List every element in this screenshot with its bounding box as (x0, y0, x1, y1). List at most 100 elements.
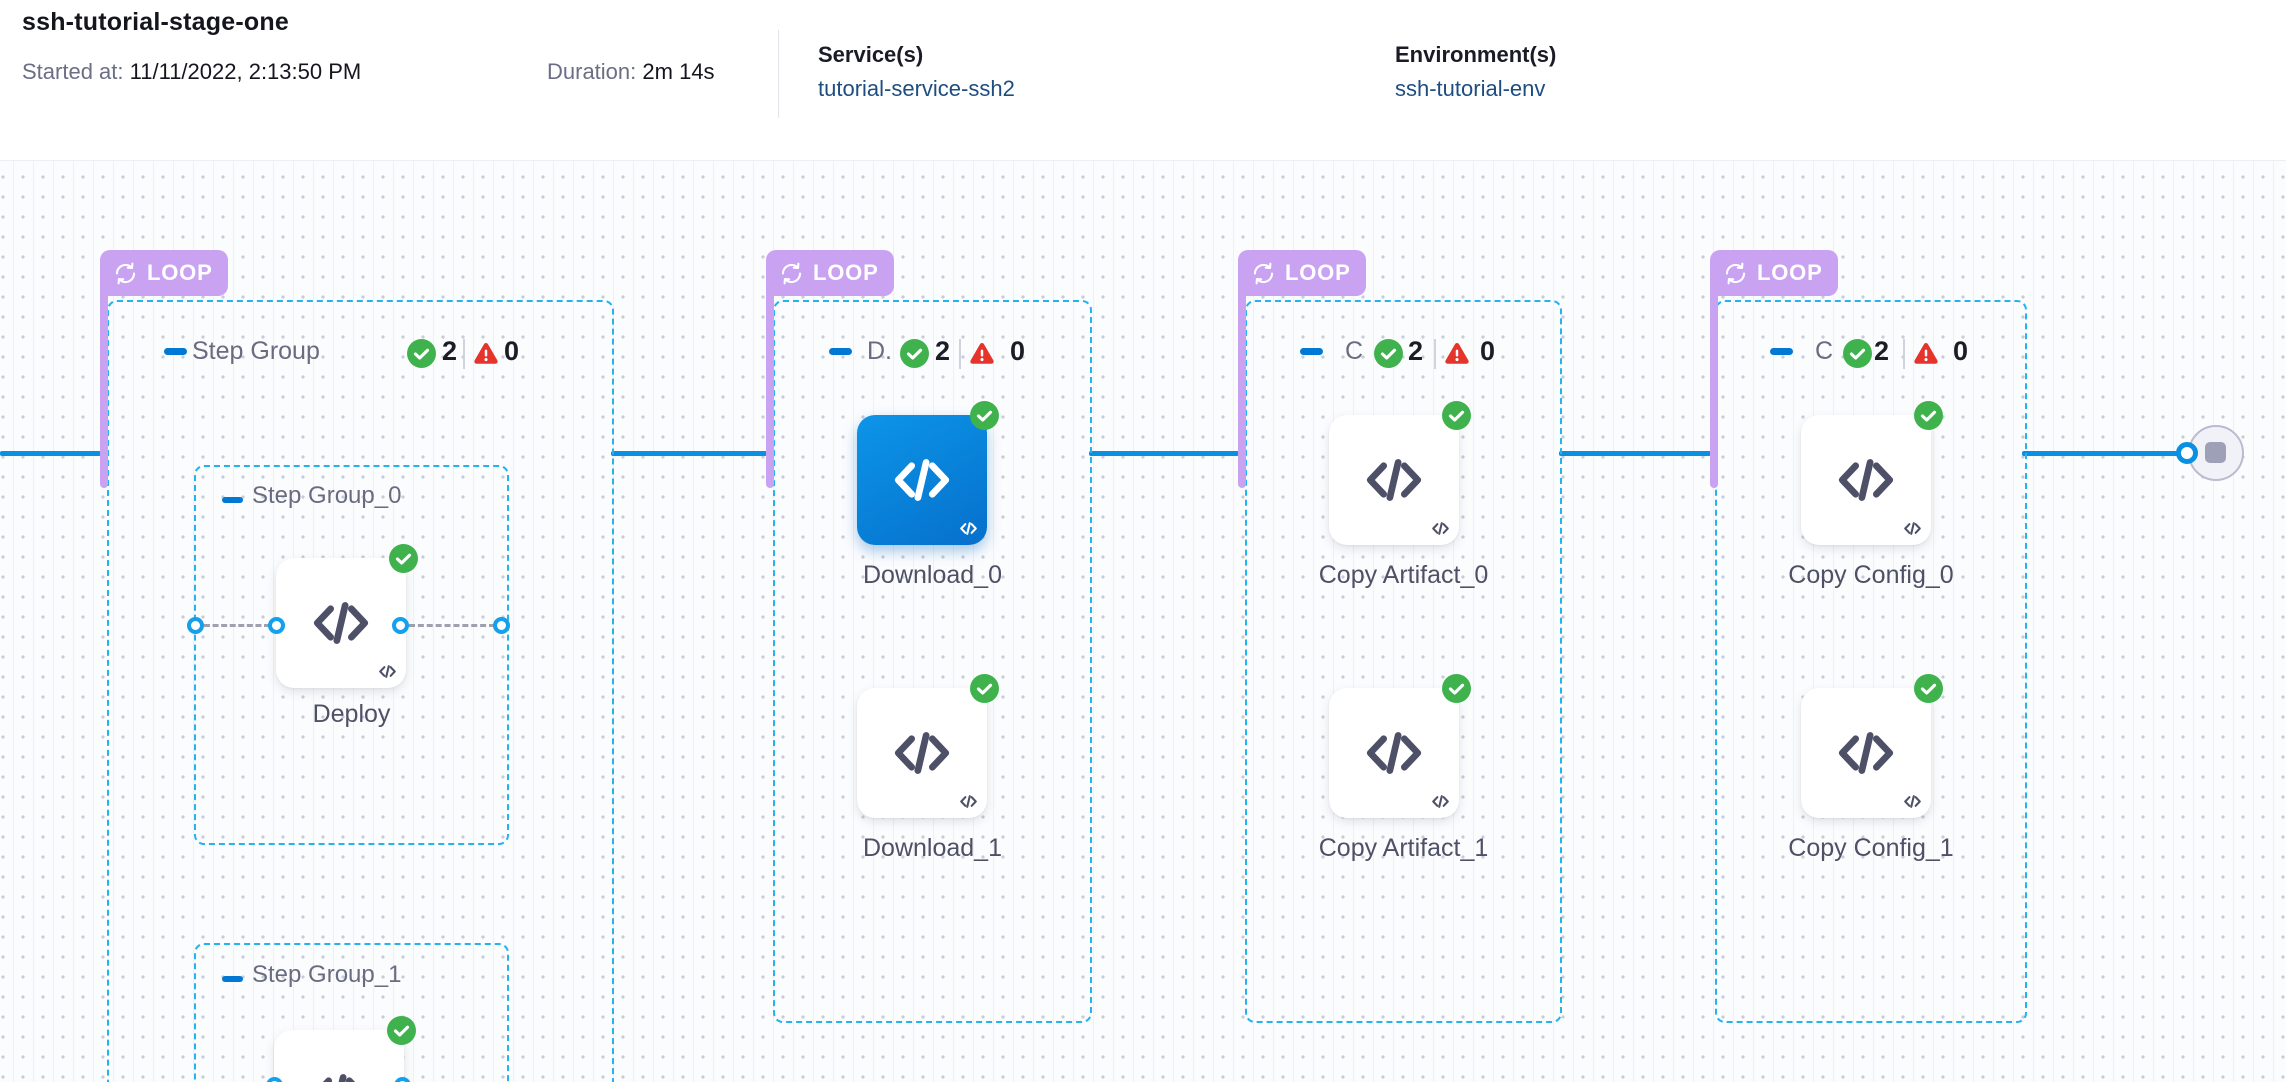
step-node[interactable] (274, 1030, 404, 1082)
started-at-label: Started at: (22, 59, 124, 84)
step-node-download-1[interactable] (857, 688, 987, 818)
code-step-type-icon (1431, 519, 1450, 538)
success-count: 2 (442, 336, 458, 366)
code-step-icon (891, 722, 953, 784)
download-group-container[interactable]: D. 2 0 Download_0 Download_1 (773, 300, 1092, 1023)
collapse-minus-icon[interactable] (164, 348, 187, 355)
loop-strategy-badge[interactable]: LOOP (1238, 250, 1366, 296)
loop-strategy-badge[interactable]: LOOP (100, 250, 228, 296)
success-count: 2 (1874, 336, 1890, 366)
status-success-icon (1442, 674, 1471, 703)
loop-icon (779, 261, 804, 286)
inner-step-group-0[interactable]: Step Group_0 Deploy (187, 465, 510, 845)
stage-title: ssh-tutorial-stage-one (22, 8, 289, 36)
step-group-header: D. 2 0 (775, 335, 1090, 373)
pipeline-edge (0, 451, 101, 456)
success-count-icon (407, 339, 436, 368)
code-step-type-icon (959, 519, 978, 538)
duration-label: Duration: (547, 59, 637, 84)
status-success-icon (970, 674, 999, 703)
loop-strategy-badge[interactable]: LOOP (766, 250, 894, 296)
connection-handle[interactable] (187, 617, 204, 634)
environment-link[interactable]: ssh-tutorial-env (1395, 76, 1546, 101)
count-divider (1434, 339, 1436, 369)
copy-config-group-container[interactable]: C 2 0 Copy Config_0 Copy Config_1 (1715, 300, 2027, 1023)
connection-handle[interactable] (394, 1077, 411, 1082)
step-group-name: C (1345, 337, 1364, 365)
count-divider (463, 339, 465, 369)
step-node-download-0[interactable] (857, 415, 987, 545)
connector-dashed-line (409, 624, 495, 627)
step-group-header: C 2 0 (1717, 335, 2025, 373)
started-at-value: 11/11/2022, 2:13:50 PM (129, 59, 362, 84)
connection-handle[interactable] (392, 617, 409, 634)
collapse-minus-icon[interactable] (829, 348, 852, 355)
service-link[interactable]: tutorial-service-ssh2 (818, 76, 1015, 101)
step-node-deploy[interactable] (276, 558, 406, 688)
code-step-icon (308, 1064, 370, 1082)
step-group-header: C 2 0 (1247, 335, 1560, 373)
success-count-icon (900, 339, 929, 368)
step-node-label: Download_0 (863, 561, 1002, 589)
connection-handle[interactable] (268, 617, 285, 634)
step-node-copy-config-0[interactable] (1801, 415, 1931, 545)
count-divider (959, 339, 961, 369)
loop-icon (1723, 261, 1748, 286)
success-count-icon (1374, 339, 1403, 368)
collapse-minus-icon[interactable] (222, 497, 243, 503)
inner-step-group-name: Step Group_0 (252, 482, 402, 509)
loop-strategy-badge[interactable]: LOOP (1710, 250, 1838, 296)
step-group-container[interactable]: Step Group 2 0 Step Group_0 Deplo (107, 300, 614, 1082)
step-node-copy-config-1[interactable] (1801, 688, 1931, 818)
copy-artifact-group-container[interactable]: C 2 0 Copy Artifact_0 Copy Artifact_1 (1245, 300, 1562, 1023)
success-count: 2 (935, 336, 951, 366)
stage-end-connection-point (2176, 442, 2198, 464)
code-step-type-icon (1903, 519, 1922, 538)
step-group-header: Step Group 2 0 (109, 335, 612, 373)
status-success-icon (387, 1016, 416, 1045)
pipeline-canvas[interactable]: LOOP Step Group 2 0 Step Group_0 (0, 161, 2286, 1082)
failed-count-icon (1912, 340, 1940, 367)
step-node-label: Copy Artifact_1 (1318, 834, 1489, 862)
inner-step-group-name: Step Group_1 (252, 961, 402, 988)
stage-summary-header: ssh-tutorial-stage-one Started at: 11/11… (0, 0, 2286, 161)
step-node-copy-artifact-1[interactable] (1329, 688, 1459, 818)
step-group-name: C (1815, 337, 1834, 365)
code-step-icon (1835, 449, 1897, 511)
failed-count-icon (1443, 340, 1471, 367)
step-group-name: Step Group (192, 337, 320, 365)
collapse-minus-icon[interactable] (1770, 348, 1793, 355)
step-node-label: Deploy (312, 700, 391, 728)
loop-badge-label: LOOP (813, 260, 879, 285)
connection-handle[interactable] (266, 1077, 283, 1082)
code-step-icon (310, 592, 372, 654)
pipeline-edge (611, 451, 767, 456)
started-at: Started at: 11/11/2022, 2:13:50 PM (22, 59, 361, 85)
pipeline-edge (1089, 451, 1239, 456)
code-step-icon (1363, 722, 1425, 784)
status-success-icon (389, 544, 418, 573)
failed-count: 0 (1010, 336, 1026, 366)
code-step-type-icon (959, 792, 978, 811)
loop-badge-label: LOOP (147, 260, 213, 285)
status-success-icon (970, 401, 999, 430)
status-success-icon (1914, 401, 1943, 430)
success-count-icon (1843, 339, 1872, 368)
collapse-minus-icon[interactable] (222, 976, 243, 982)
collapse-minus-icon[interactable] (1300, 348, 1323, 355)
loop-badge-label: LOOP (1757, 260, 1823, 285)
failed-count-icon (472, 340, 500, 367)
count-divider (1903, 339, 1905, 369)
loop-badge-label: LOOP (1285, 260, 1351, 285)
connection-handle[interactable] (493, 617, 510, 634)
pipeline-edge (1559, 451, 1711, 456)
step-node-label: Copy Config_1 (1788, 834, 1954, 862)
loop-strategy-bar (100, 295, 108, 488)
inner-step-group-1[interactable]: Step Group_1 (194, 943, 509, 1082)
stage-end-square-icon (2205, 442, 2226, 463)
failed-count-icon (968, 340, 996, 367)
step-node-copy-artifact-0[interactable] (1329, 415, 1459, 545)
code-step-icon (891, 449, 953, 511)
code-step-icon (1363, 449, 1425, 511)
loop-icon (1251, 261, 1276, 286)
